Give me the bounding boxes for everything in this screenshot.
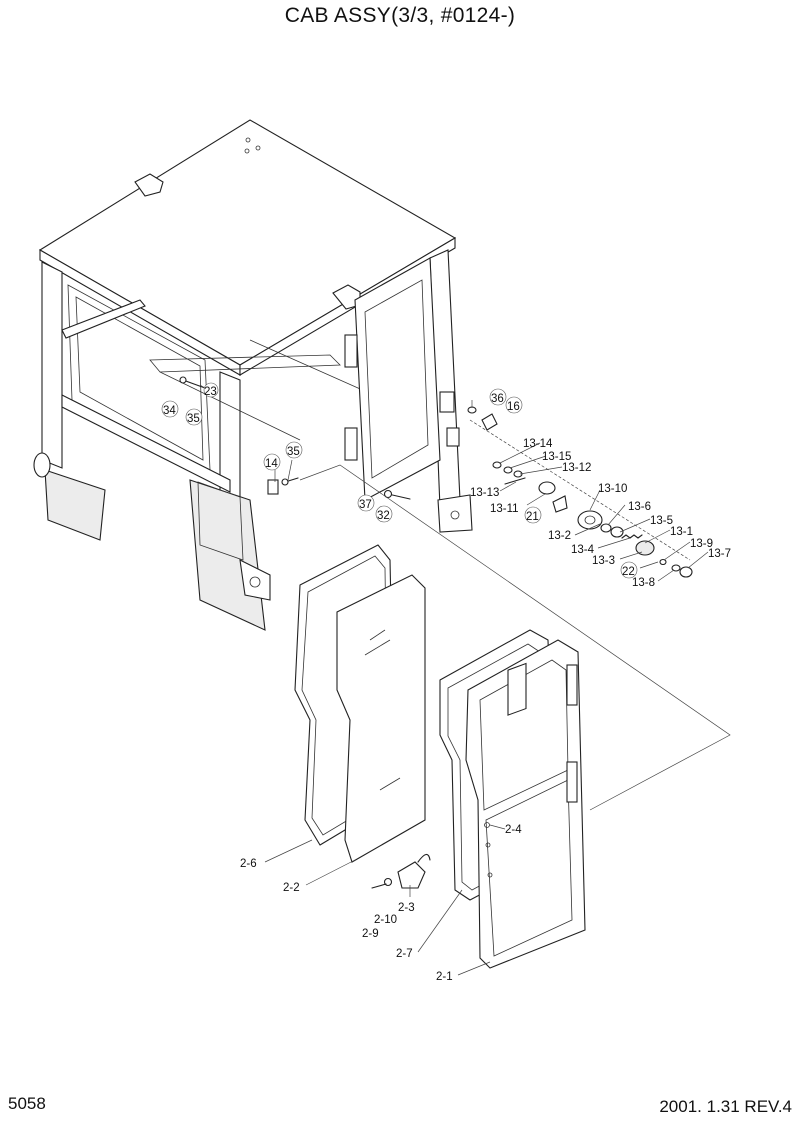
label-13-15: 13-15: [542, 451, 571, 463]
leader-lines: [199, 384, 709, 976]
label-13-6: 13-6: [628, 501, 651, 513]
label-13-11: 13-11: [490, 503, 519, 515]
label-13-1: 13-1: [670, 526, 693, 538]
label-36: 36: [491, 393, 504, 405]
label-35: 35: [187, 413, 200, 425]
label-13-8: 13-8: [632, 577, 655, 589]
part-labels: 23 34 35 14 35 36 16 37 32 13-14 13-15 1…: [161, 382, 731, 983]
label-13-14: 13-14: [523, 438, 553, 450]
label-13-9: 13-9: [690, 538, 713, 550]
label-22: 22: [622, 566, 635, 578]
label-2-10: 2-10: [374, 914, 397, 926]
door-assembly: [294, 544, 586, 969]
label-37: 37: [359, 499, 372, 511]
label-2-1: 2-1: [436, 971, 453, 983]
label-13-4: 13-4: [571, 544, 595, 556]
label-13-10: 13-10: [598, 483, 627, 495]
label-2-7: 2-7: [396, 948, 413, 960]
page-title: CAB ASSY(3/3, #0124-): [284, 4, 516, 27]
label-2-3: 2-3: [398, 902, 415, 914]
label-13-12: 13-12: [562, 462, 591, 474]
label-35-b: 35: [287, 446, 300, 458]
revision-date: 2001. 1.31 REV.4: [659, 1097, 792, 1116]
cab-frame: [33, 119, 473, 631]
label-2-4: 2-4: [505, 824, 522, 836]
page-number: 5058: [8, 1094, 46, 1113]
lock-assembly-parts: [469, 419, 693, 578]
label-32: 32: [377, 510, 390, 522]
label-13-13: 13-13: [470, 487, 499, 499]
label-2-9: 2-9: [362, 928, 379, 940]
label-13-2: 13-2: [548, 530, 571, 542]
label-34: 34: [163, 405, 176, 417]
label-21: 21: [526, 511, 539, 523]
label-2-6: 2-6: [240, 858, 257, 870]
cab-fasteners: [179, 376, 498, 500]
label-13-5: 13-5: [650, 515, 673, 527]
label-16: 16: [507, 401, 520, 413]
label-23: 23: [204, 386, 217, 398]
label-2-2: 2-2: [283, 882, 300, 894]
label-13-3: 13-3: [592, 555, 615, 567]
label-14: 14: [265, 458, 278, 470]
label-13-7: 13-7: [708, 548, 731, 560]
